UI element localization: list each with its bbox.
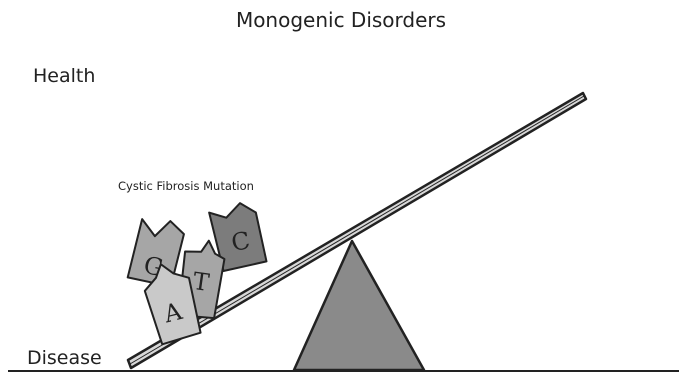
mutation-label: Cystic Fibrosis Mutation (118, 179, 254, 193)
disease-label: Disease (27, 347, 102, 369)
health-label: Health (33, 65, 95, 87)
diagram-title: Monogenic Disorders (236, 8, 446, 32)
